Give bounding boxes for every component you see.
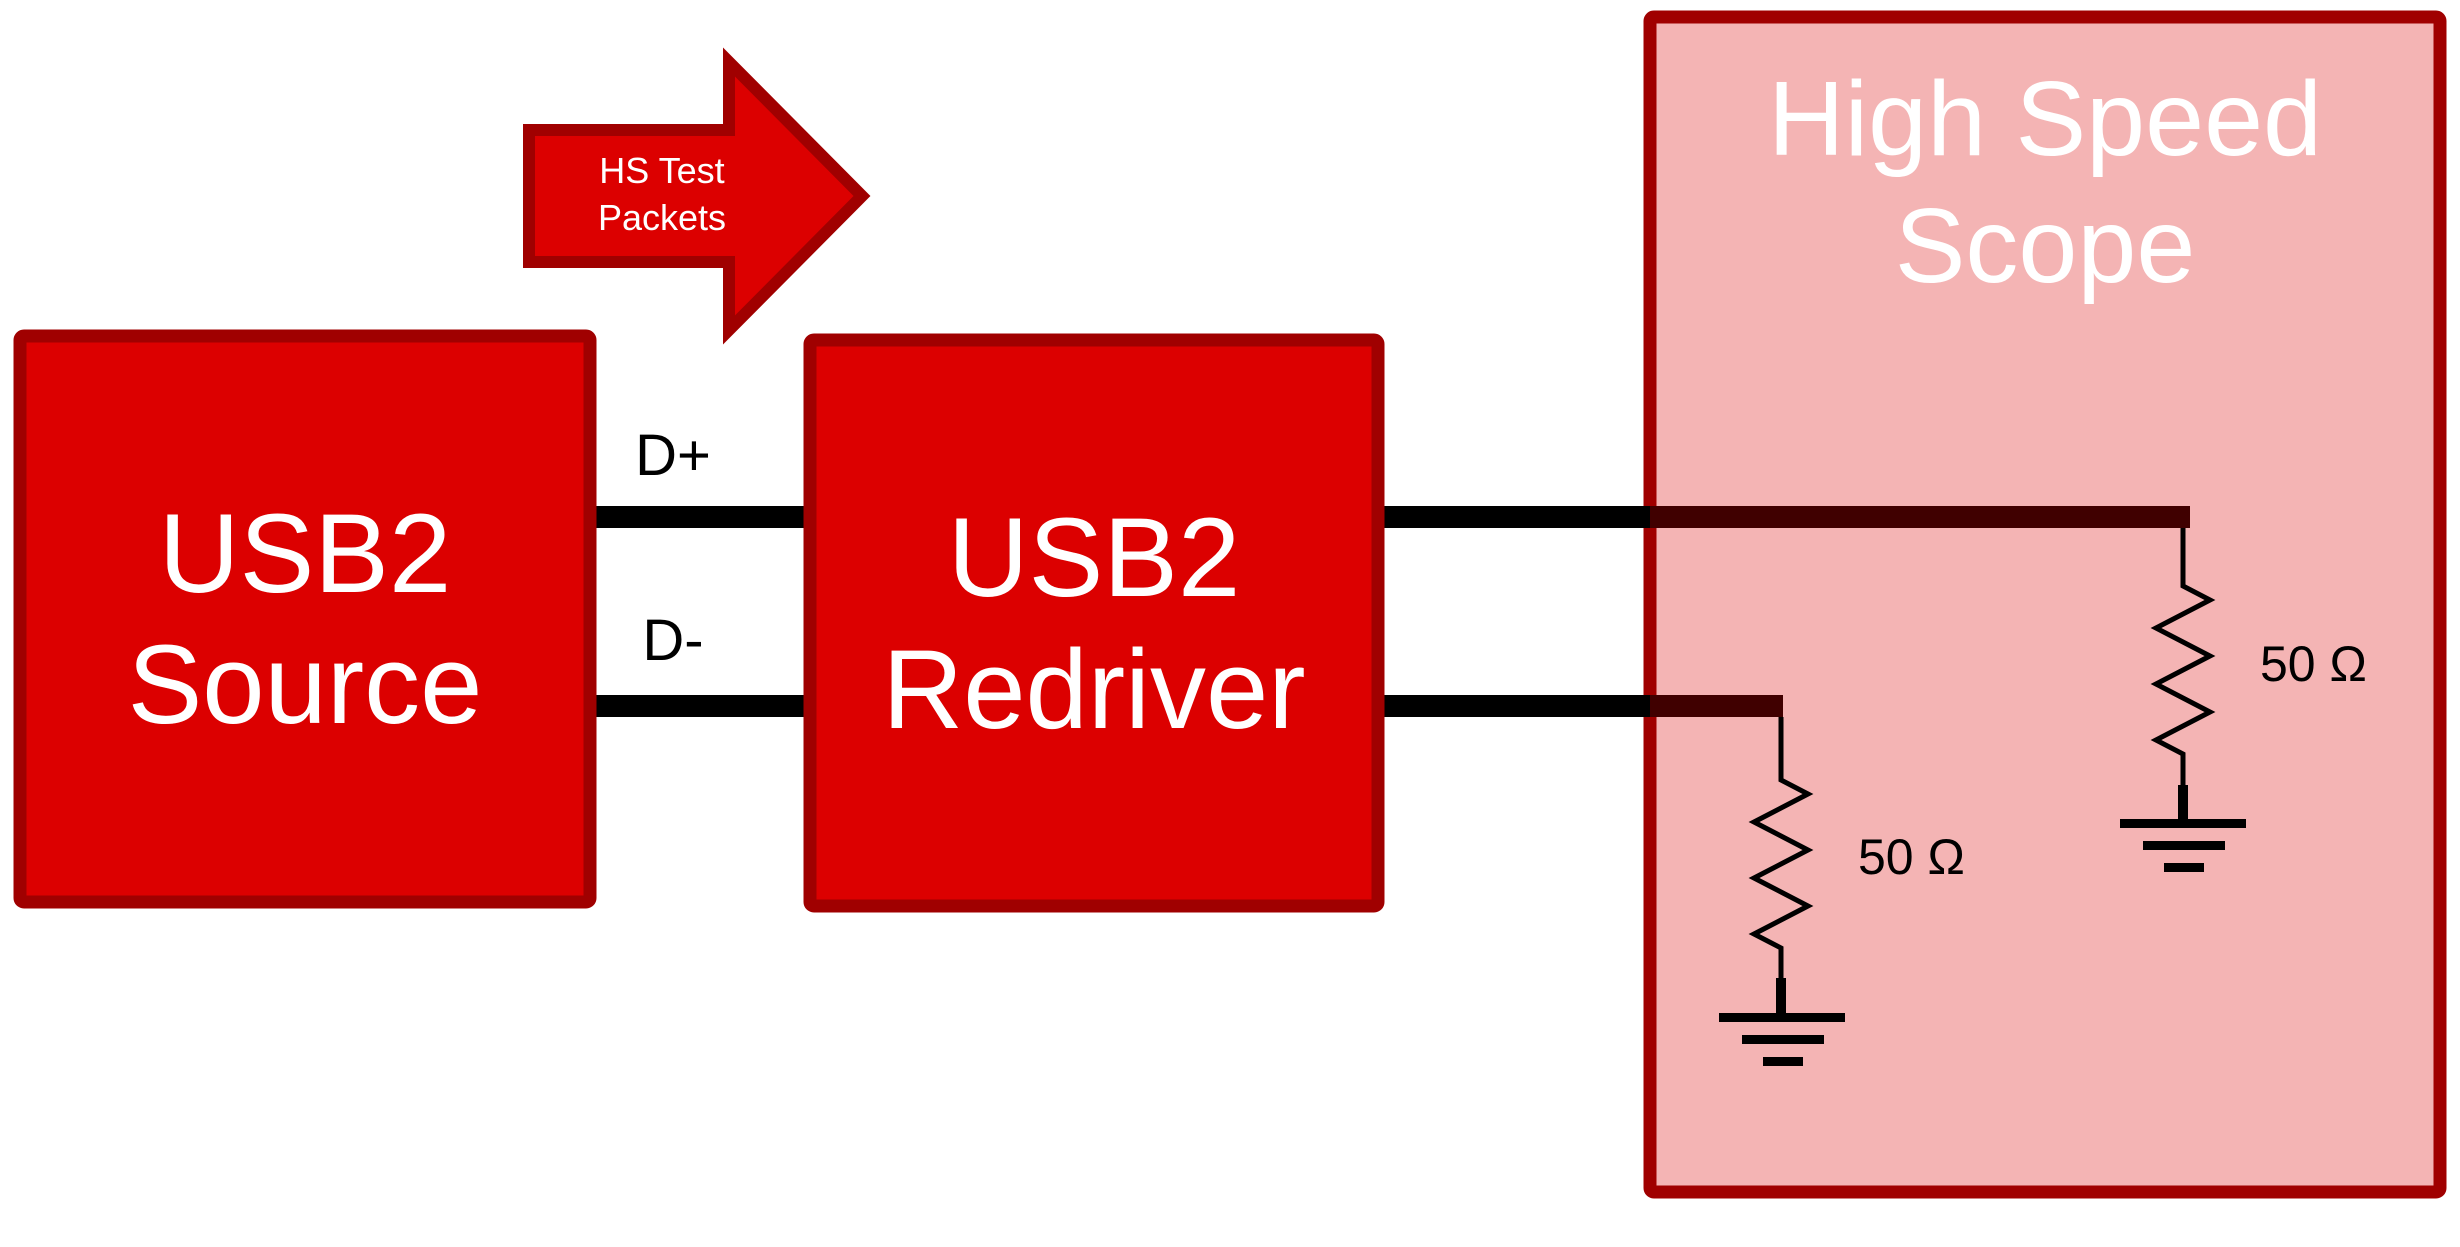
redriver-title-line1: USB2	[948, 495, 1241, 620]
arrow-label-line1: HS Test	[599, 150, 724, 191]
upper-resistor-label: 50 Ω	[2260, 636, 2367, 692]
source-title-line1: USB2	[159, 491, 452, 616]
lower-termination-resistor	[1748, 717, 1814, 978]
upper-ground-icon	[2120, 819, 2246, 872]
scope-title-line2: Scope	[1895, 187, 2196, 305]
hs-test-packets-arrow	[523, 47, 871, 345]
arrow-label-line2: Packets	[598, 197, 726, 238]
redriver-title-line2: Redriver	[882, 627, 1305, 752]
lower-resistor-label: 50 Ω	[1858, 829, 1965, 885]
dplus-label: D+	[635, 423, 711, 488]
scope-title-line1: High Speed	[1768, 60, 2322, 178]
lower-ground-icon	[1719, 1013, 1845, 1066]
upper-termination-resistor	[2150, 528, 2216, 785]
scope-box	[1643, 10, 2447, 1199]
dminus-label: D-	[642, 608, 703, 673]
usb2-source-block	[13, 329, 597, 909]
usb2-redriver-block	[803, 333, 1385, 913]
source-title-line2: Source	[128, 622, 483, 747]
